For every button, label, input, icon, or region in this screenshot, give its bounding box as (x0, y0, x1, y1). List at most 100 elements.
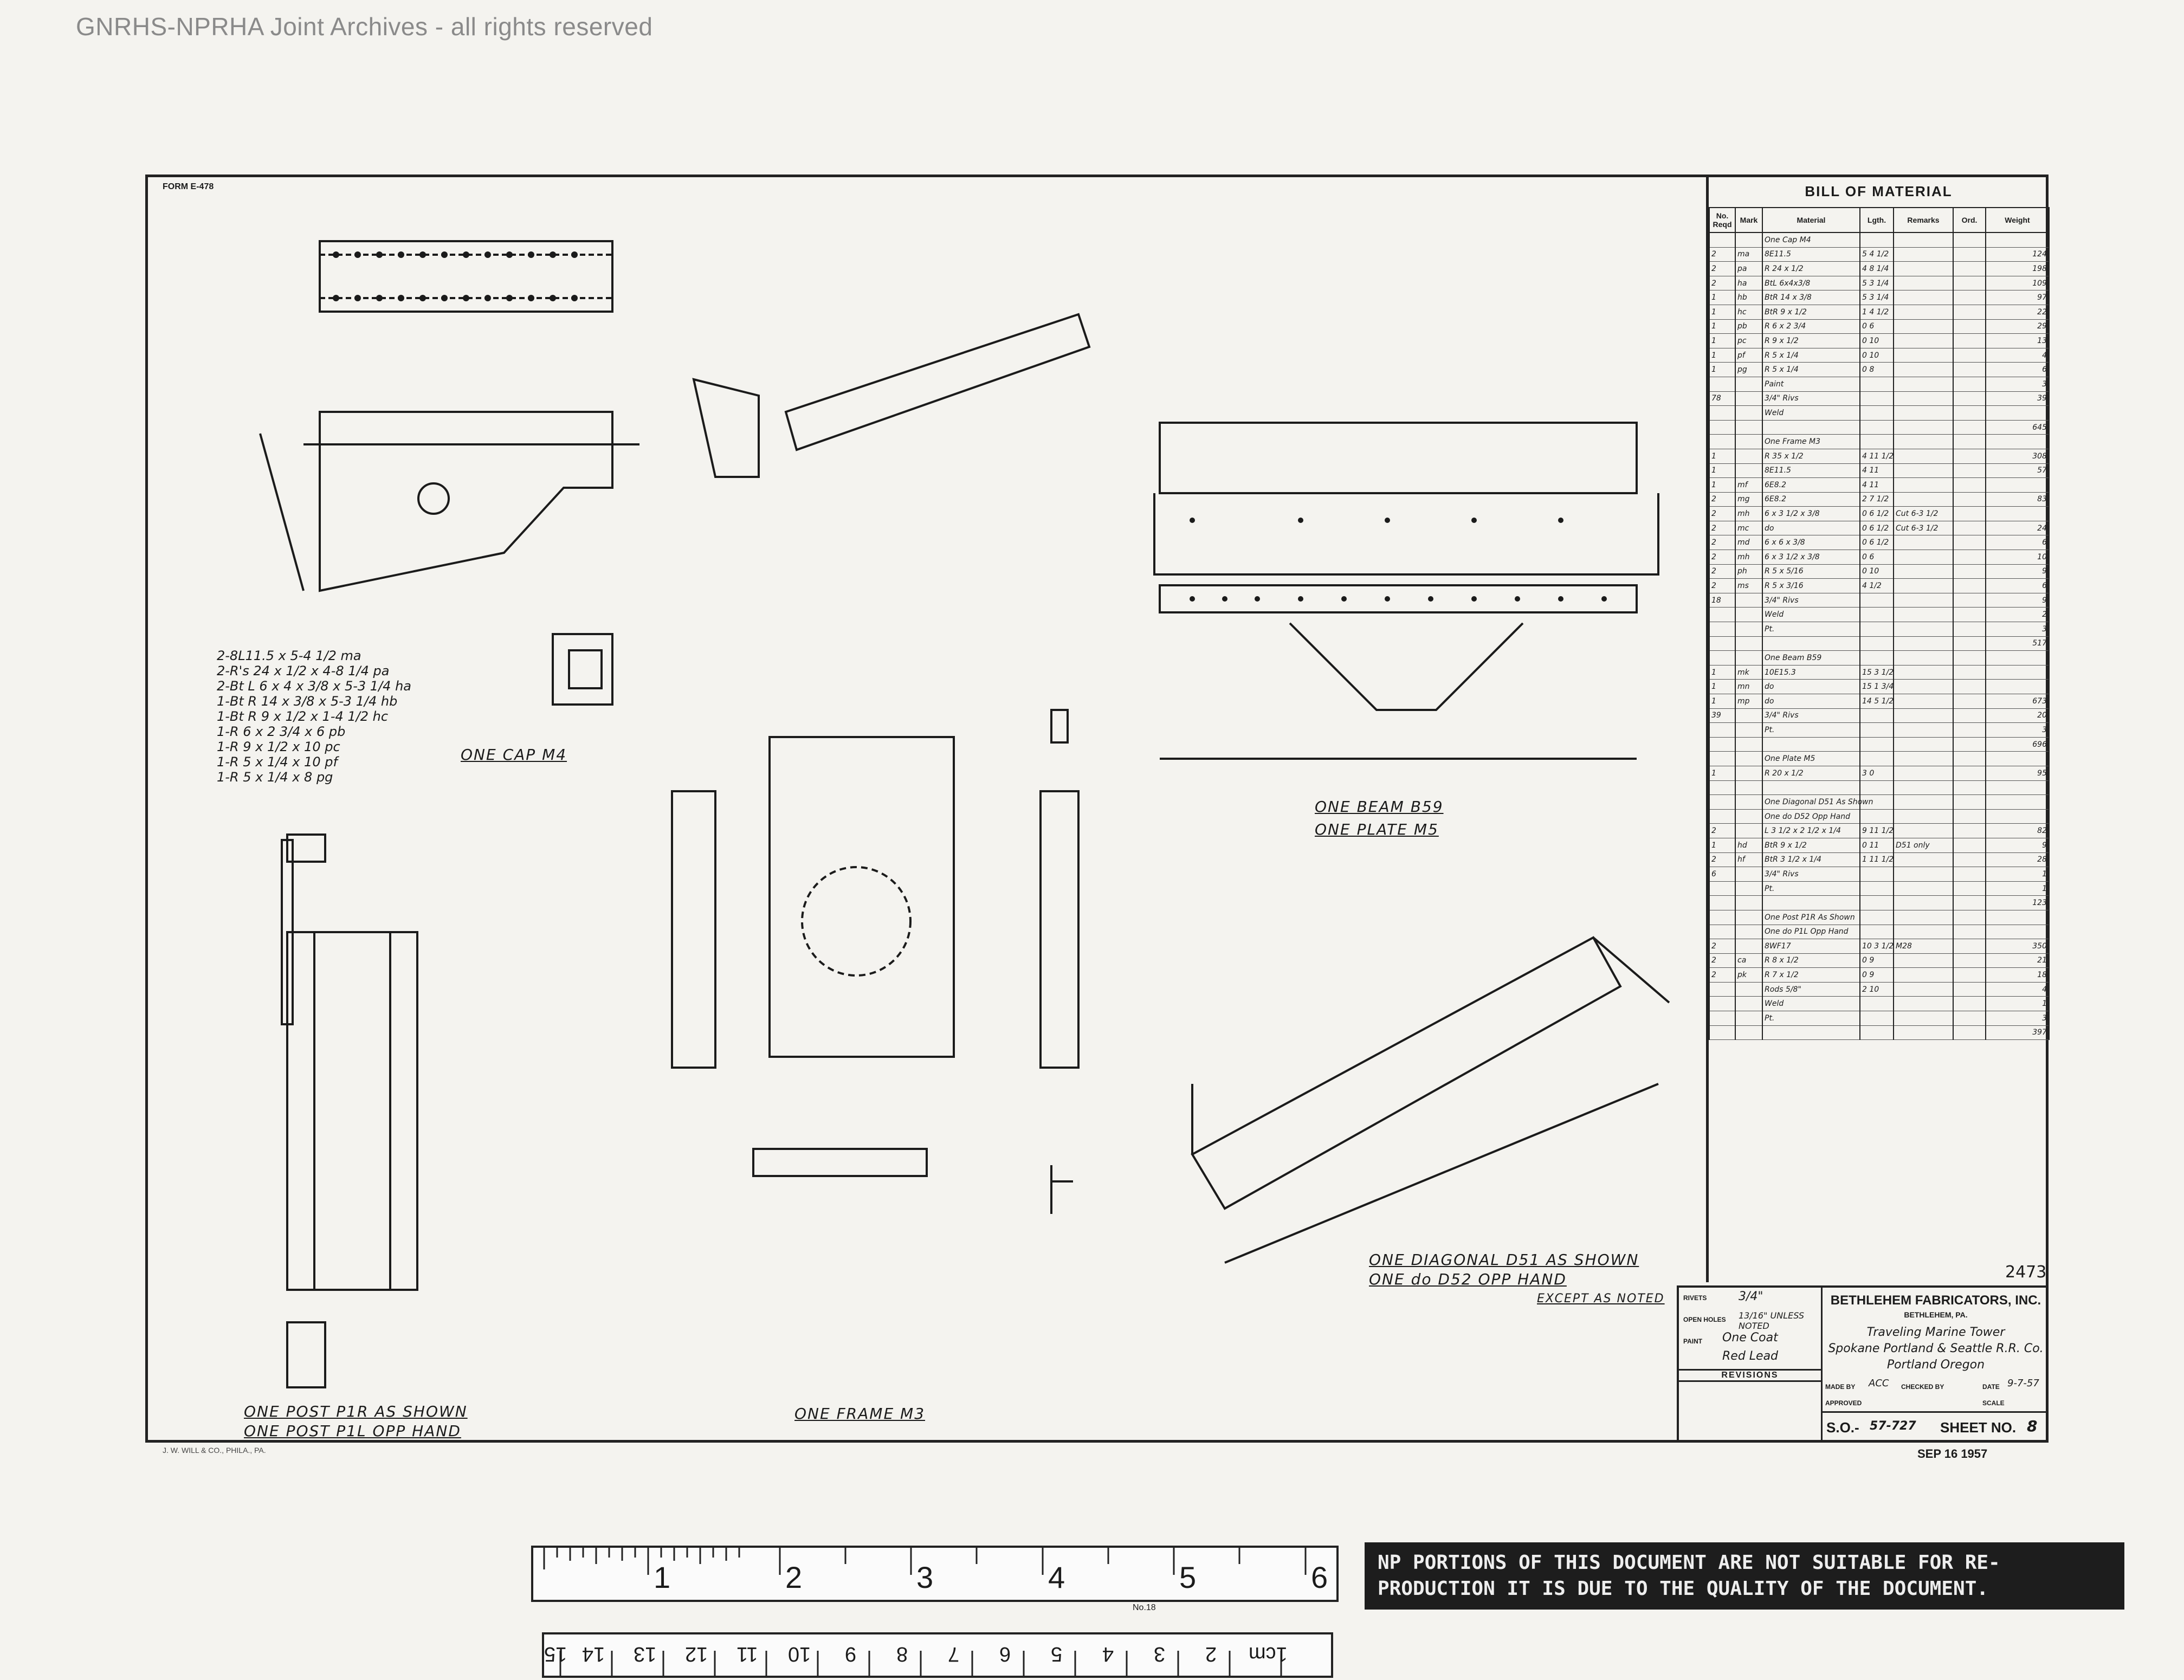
bom-cell: 517 (1985, 636, 2050, 651)
bom-cell: 1 (1709, 449, 1736, 464)
bom-cell (1762, 420, 1860, 435)
bom-cell: 18 (1709, 593, 1736, 608)
bom-cell: pa (1735, 261, 1763, 276)
bom-cell: Pt. (1762, 722, 1860, 738)
bom-cell (1985, 794, 2050, 810)
bom-row: Weld (1709, 405, 2050, 421)
bom-cell: 123 (1985, 895, 2050, 910)
bom-cell: R 5 x 1/4 (1762, 348, 1860, 363)
bom-cell: Cut 6-3 1/2 (1893, 506, 1954, 521)
bom-cell (1709, 780, 1736, 796)
bom-cell (1859, 722, 1894, 738)
bom-cell (1893, 463, 1954, 479)
project-line-2: Spokane Portland & Seattle R.R. Co. (1828, 1342, 2044, 1355)
bom-cell (1953, 722, 1986, 738)
bom-cell: mf (1735, 477, 1763, 493)
bom-cell: mh (1735, 506, 1763, 521)
bom-cell (1859, 809, 1894, 824)
bom-cell (1953, 506, 1986, 521)
bom-cell: 3 (1985, 377, 2050, 392)
bom-cell: 5 3 1/4 (1859, 290, 1894, 305)
bom-cell (1859, 881, 1894, 896)
bom-cell (1953, 521, 1986, 536)
bom-cell: ph (1735, 564, 1763, 579)
bom-cell (1893, 550, 1954, 565)
bom-cell (1893, 722, 1954, 738)
bom-cell (1893, 405, 1954, 421)
bom-cell (1735, 794, 1763, 810)
bom-cell: 21 (1985, 953, 2050, 968)
bom-cell (1859, 420, 1894, 435)
date-label: DATE (1982, 1383, 2000, 1391)
bom-cell (1735, 925, 1763, 940)
bom-cell (1985, 232, 2050, 248)
bom-cell: 2 (1709, 506, 1736, 521)
bom-cell (1953, 578, 1986, 593)
bom-cell (1893, 377, 1954, 392)
bom-cell: 3 (1985, 622, 2050, 637)
bom-cell (1709, 434, 1736, 449)
paint-value-2: Red Lead (1722, 1349, 1779, 1363)
bom-cell: 1 (1709, 305, 1736, 320)
bom-cell: do (1762, 679, 1860, 694)
bom-cell (1953, 377, 1986, 392)
bom-cell (1893, 925, 1954, 940)
ruler-cm-label: 4 (1102, 1643, 1114, 1665)
bom-cell (1859, 1025, 1894, 1041)
cap-list-line: 1-R 6 x 2 3/4 x 6 pb (217, 724, 346, 739)
rivets-label: RIVETS (1683, 1294, 1707, 1302)
bom-cell (1859, 895, 1894, 910)
bom-cell: D51 only (1893, 838, 1954, 853)
bom-cell: R 9 x 1/2 (1762, 333, 1860, 348)
bom-cell (1893, 593, 1954, 608)
ruler-cm-label: 15 (544, 1643, 567, 1665)
bom-cell: One do D52 Opp Hand (1762, 809, 1860, 824)
bom-cell (1985, 650, 2050, 665)
bom-cell: Weld (1762, 607, 1860, 623)
bom-cell (1893, 708, 1954, 723)
bom-cell (1953, 550, 1986, 565)
bom-cell (1735, 895, 1763, 910)
bom-cell: 15 1 3/4 (1859, 679, 1894, 694)
bom-cell (1709, 751, 1736, 766)
bom-cell (1953, 708, 1986, 723)
bom-cell: Pt. (1762, 622, 1860, 637)
archive-watermark: GNRHS-NPRHA Joint Archives - all rights … (76, 12, 653, 41)
bom-cell (1709, 420, 1736, 435)
rivets-value: 3/4" (1739, 1290, 1763, 1303)
bom-cell (1735, 881, 1763, 896)
bom-cell: 10 (1985, 550, 2050, 565)
bom-cell (1735, 939, 1763, 954)
bom-cell: pf (1735, 348, 1763, 363)
bom-cell: 2 (1709, 247, 1736, 262)
bom-cell (1893, 607, 1954, 623)
bom-cell: 350 (1985, 939, 2050, 954)
bom-cell: 2 (1709, 953, 1736, 968)
bom-cell (1953, 247, 1986, 262)
bom-cell: 29 (1985, 319, 2050, 334)
bom-cell: 9 11 1/2 (1859, 823, 1894, 838)
bom-cell (1735, 449, 1763, 464)
bom-cell: mk (1735, 665, 1763, 680)
sheet-number-label: SHEET NO. (1940, 1419, 2017, 1436)
bom-row: 696 (1709, 737, 2050, 752)
bom-cell (1709, 650, 1736, 665)
cap-list-line: 2-R's 24 x 1/2 x 4-8 1/4 pa (217, 663, 390, 679)
bom-cell (1893, 636, 1954, 651)
bom-cell: One Beam B59 (1762, 650, 1860, 665)
bom-cell (1953, 1025, 1986, 1041)
bom-cell: 1 (1709, 333, 1736, 348)
bom-cell: 0 6 1/2 (1859, 506, 1894, 521)
bom-cell: 696 (1985, 737, 2050, 752)
bom-cell: 2 7 1/2 (1859, 492, 1894, 507)
approved-label: APPROVED (1825, 1399, 1862, 1407)
bom-cell (1762, 780, 1860, 796)
bom-cell: 3/4" Rivs (1762, 867, 1860, 882)
bom-cell (1735, 1025, 1763, 1041)
